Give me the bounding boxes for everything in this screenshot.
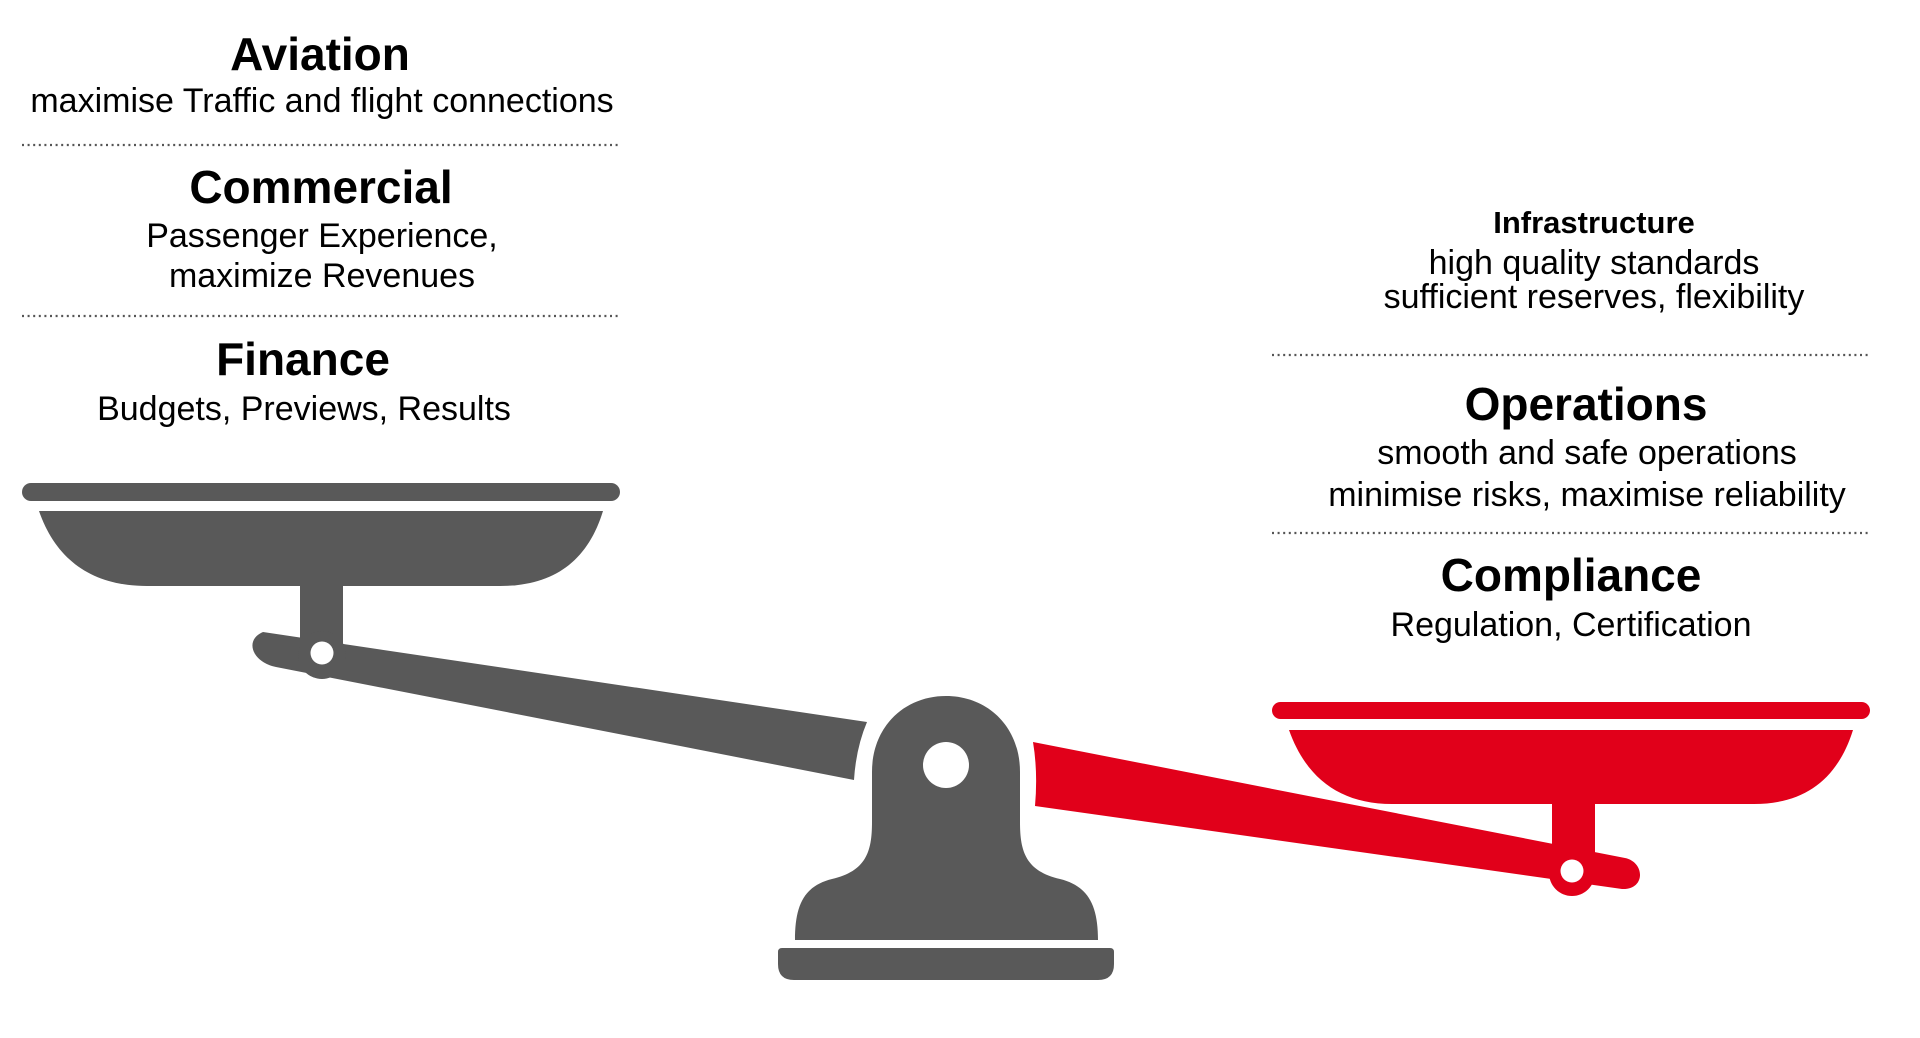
section-description: high quality standards [1429, 244, 1760, 282]
right-pan-rim [1272, 702, 1870, 719]
left-pivot-hole [310, 641, 334, 665]
section-description: maximise Traffic and flight connections [30, 82, 613, 120]
section-title: Compliance [1441, 549, 1702, 601]
section-aviation: Aviation maximise Traffic and flight con… [30, 28, 613, 120]
section-description: Passenger Experience, [146, 217, 498, 255]
section-operations: Operations smooth and safe operations mi… [1328, 378, 1846, 514]
section-description: minimise risks, maximise reliability [1328, 476, 1846, 514]
section-title: Aviation [230, 28, 410, 80]
section-description: Regulation, Certification [1391, 606, 1752, 644]
section-description: sufficient reserves, flexibility [1384, 278, 1805, 316]
scale-base [778, 688, 1114, 980]
section-title: Operations [1465, 378, 1708, 430]
fulcrum-hole [923, 742, 969, 788]
section-title: Finance [216, 333, 390, 385]
right-pan-bowl [1289, 730, 1853, 804]
section-finance: Finance Budgets, Previews, Results [97, 333, 511, 428]
right-pivot-hole [1560, 859, 1584, 883]
section-title: Commercial [189, 161, 452, 213]
section-title: Infrastructure [1493, 205, 1695, 240]
section-description: Budgets, Previews, Results [97, 390, 511, 428]
section-description: maximize Revenues [169, 257, 475, 295]
left-pan [22, 483, 868, 780]
balance-scale-icon [22, 483, 1870, 980]
left-pan-rim [22, 483, 620, 501]
section-description: smooth and safe operations [1377, 434, 1797, 472]
left-pan-bowl [39, 511, 603, 586]
section-commercial: Commercial Passenger Experience, maximiz… [146, 161, 498, 295]
right-beam [1033, 742, 1641, 890]
section-compliance: Compliance Regulation, Certification [1391, 549, 1752, 644]
section-infrastructure: Infrastructure high quality standards su… [1384, 205, 1805, 316]
left-panel: Aviation maximise Traffic and flight con… [22, 28, 620, 428]
right-pan [1033, 702, 1870, 896]
right-panel: Infrastructure high quality standards su… [1272, 205, 1870, 644]
fulcrum-body [787, 688, 1106, 947]
base-plate [778, 948, 1114, 980]
left-beam [252, 632, 868, 780]
